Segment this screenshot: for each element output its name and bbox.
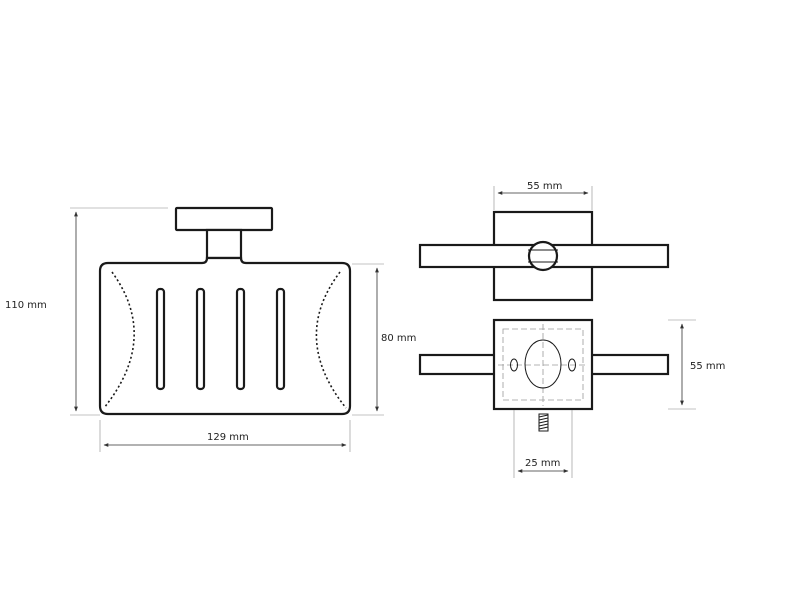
dim-label-screw-width: 25 mm	[525, 458, 560, 469]
basket-body	[98, 256, 352, 416]
dimension-total-height: 110 mm	[5, 207, 168, 416]
drain-slot	[155, 287, 166, 391]
dim-label-top-width: 55 mm	[527, 181, 562, 192]
dim-label-side-height: 55 mm	[690, 361, 725, 372]
dimension-basket-width: 129 mm	[99, 420, 351, 452]
dimension-side-height: 55 mm	[668, 319, 725, 410]
dim-label-basket-height: 80 mm	[381, 333, 416, 344]
screw-hole-left	[510, 358, 518, 372]
top-view-mount-circle	[527, 240, 559, 272]
dimension-basket-height: 80 mm	[352, 263, 416, 416]
side-view	[418, 318, 670, 432]
mount-neck	[205, 228, 243, 260]
threaded-screw-icon	[538, 413, 549, 432]
top-view	[418, 210, 670, 302]
dim-label-total-height: 110 mm	[5, 300, 47, 311]
drain-slot	[235, 287, 246, 391]
front-view	[98, 206, 352, 416]
drain-slot	[275, 287, 286, 391]
dimension-screw-width: 25 mm	[513, 410, 573, 478]
drain-slot	[195, 287, 206, 391]
basket-right-curve	[315, 271, 347, 409]
screw-hole-right	[568, 358, 576, 372]
dim-label-basket-width: 129 mm	[207, 432, 249, 443]
side-view-center-oval	[524, 339, 562, 389]
dimension-top-width: 55 mm	[493, 181, 593, 210]
wall-mount-plate	[174, 206, 274, 232]
